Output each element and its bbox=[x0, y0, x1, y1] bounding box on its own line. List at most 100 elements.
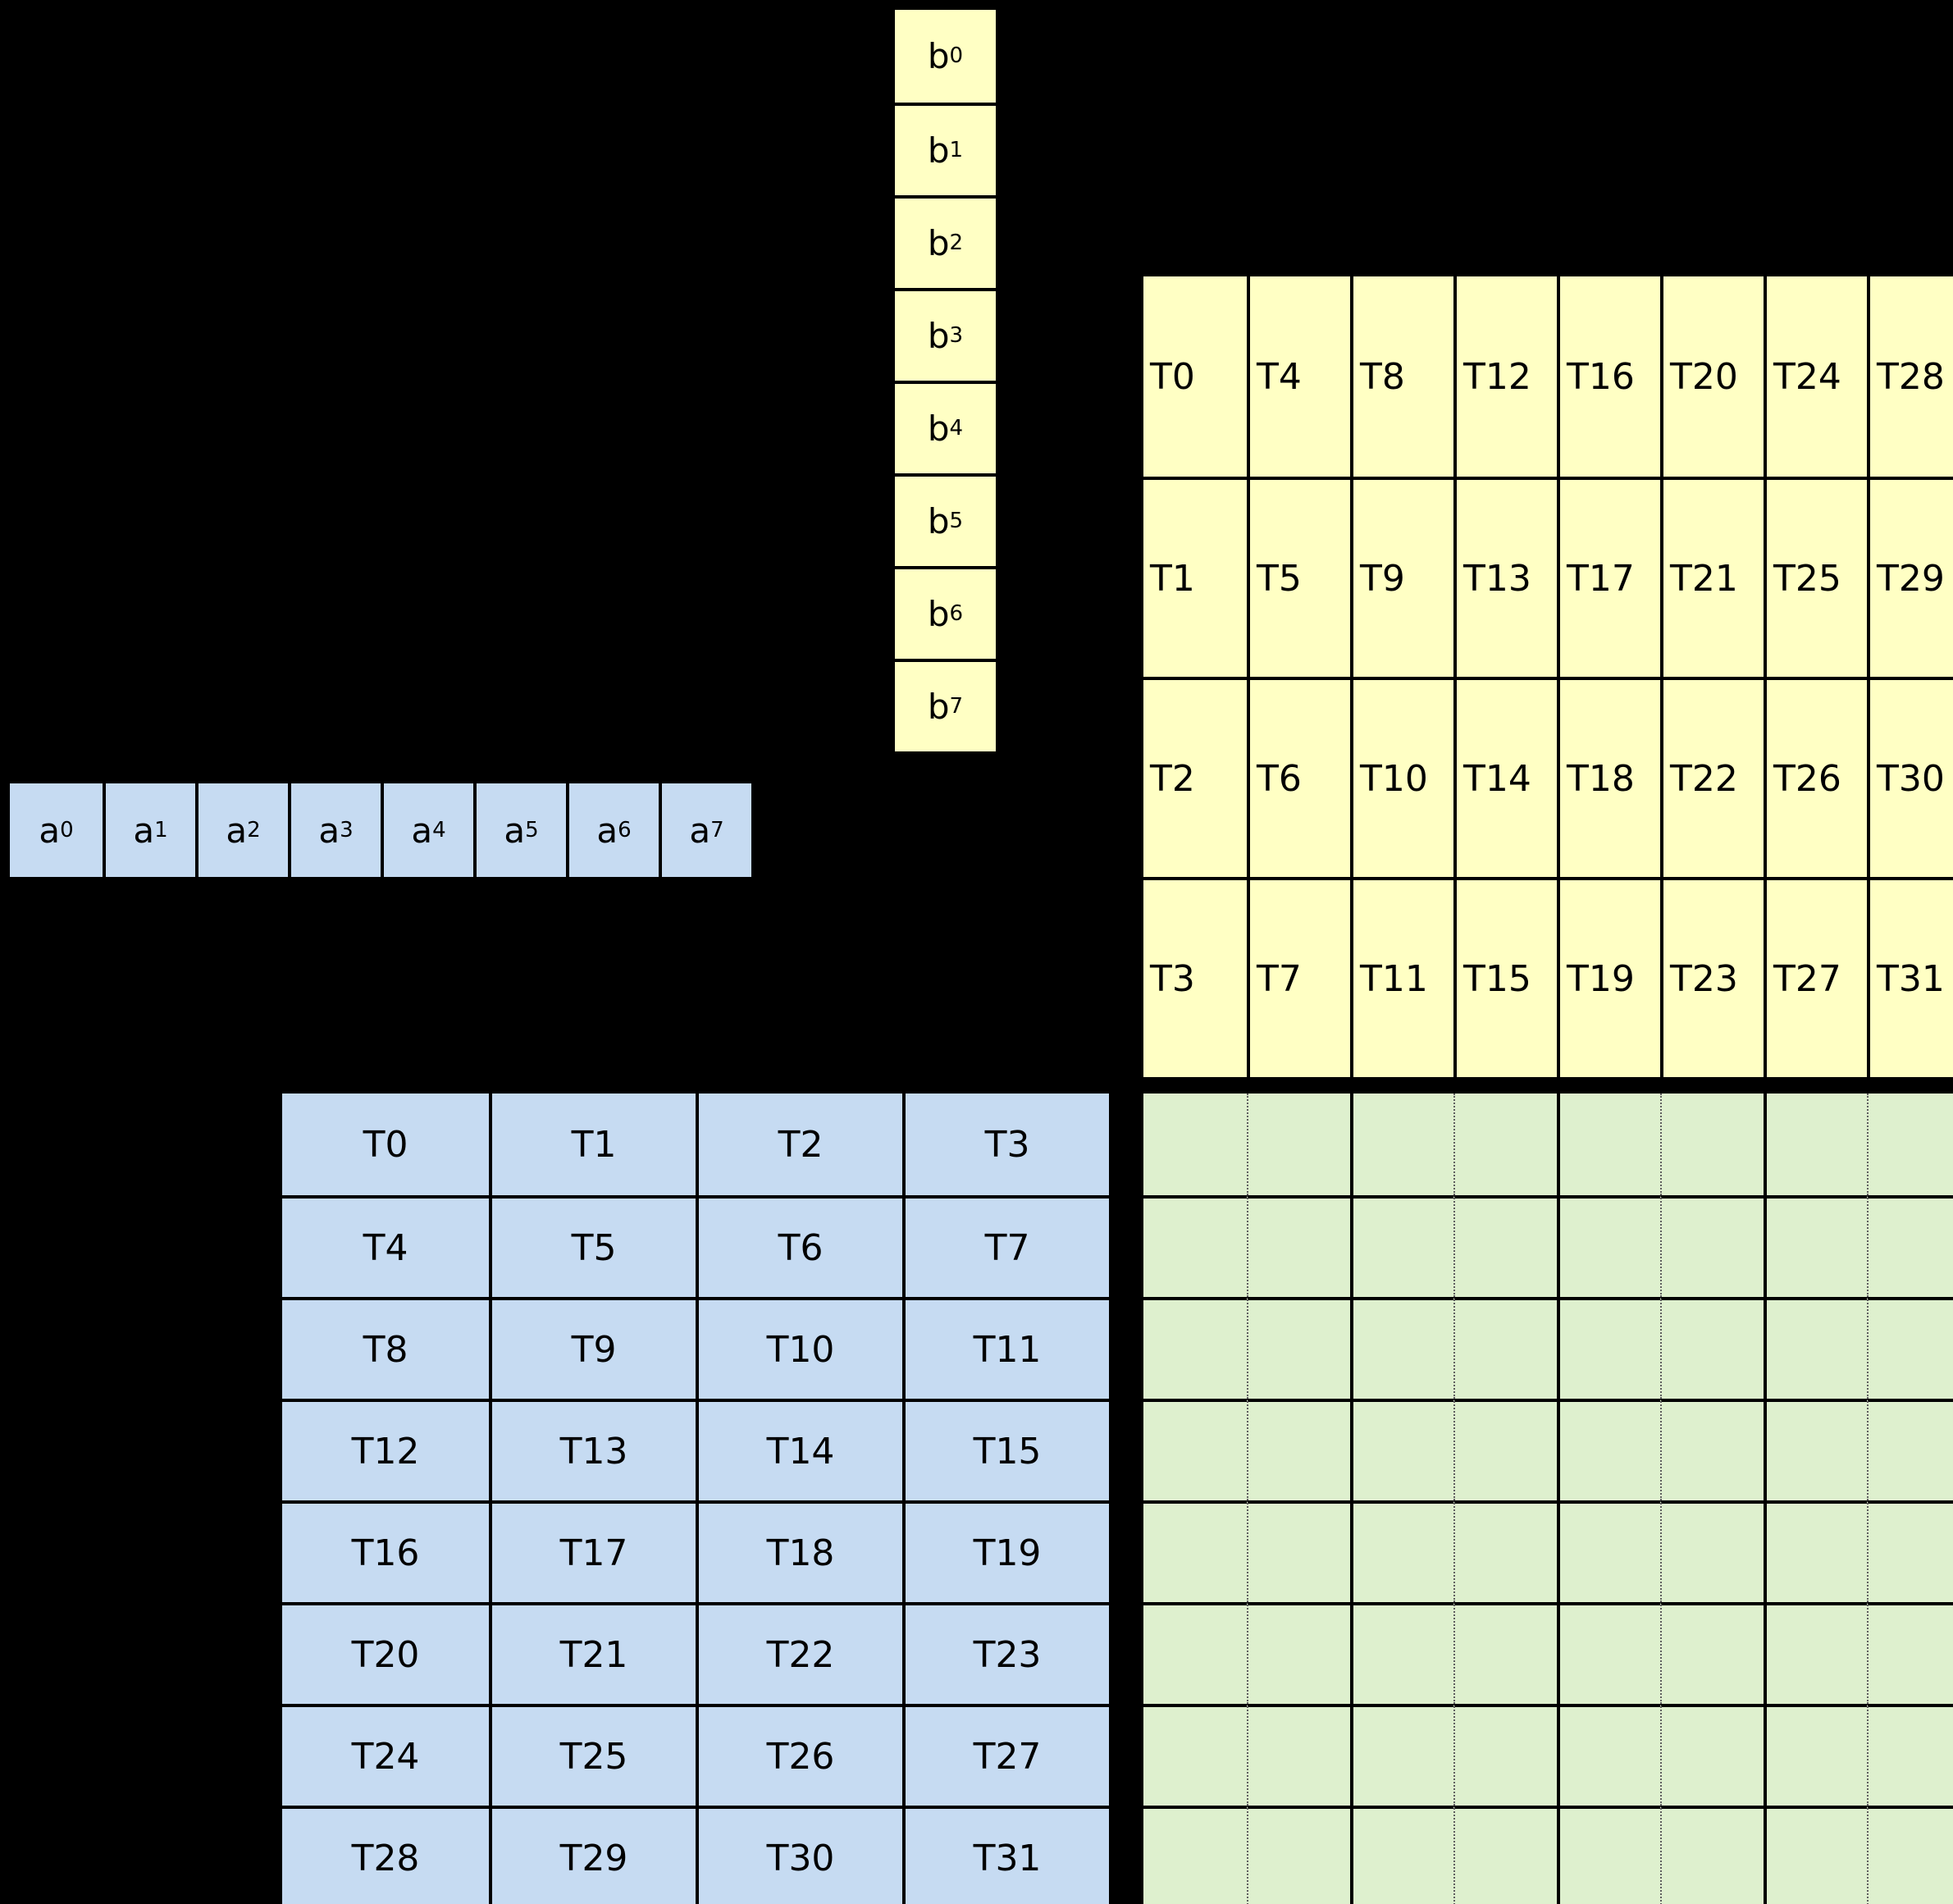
result-cell-r4c3 bbox=[1453, 1500, 1557, 1602]
result-cell-r2c1 bbox=[1247, 1297, 1350, 1399]
b-thread-map-cell-t14: T14 bbox=[1453, 677, 1557, 877]
result-tile-grid bbox=[1140, 1090, 1953, 1904]
result-cell-r0c6 bbox=[1764, 1094, 1867, 1195]
result-cell-r3c4 bbox=[1557, 1399, 1660, 1500]
result-cell-r5c1 bbox=[1247, 1602, 1350, 1704]
b-thread-map-cell-t29: T29 bbox=[1867, 477, 1953, 677]
b-thread-map-cell-t12: T12 bbox=[1453, 276, 1557, 477]
a-thread-map-cell-t16: T16 bbox=[282, 1500, 489, 1602]
a-thread-map-cell-t22: T22 bbox=[696, 1602, 902, 1704]
a-thread-map-cell-t8: T8 bbox=[282, 1297, 489, 1399]
result-cell-r2c2 bbox=[1350, 1297, 1453, 1399]
b-thread-map-cell-t24: T24 bbox=[1764, 276, 1867, 477]
b-thread-map-cell-t0: T0 bbox=[1150, 355, 1195, 398]
result-cell-r2c3 bbox=[1453, 1297, 1557, 1399]
a-thread-map-cell-t27: T27 bbox=[902, 1704, 1109, 1806]
result-cell-r5c5 bbox=[1660, 1602, 1764, 1704]
result-cell-r3c2 bbox=[1350, 1399, 1453, 1500]
b-thread-map-cell-t15: T15 bbox=[1453, 877, 1557, 1077]
result-cell-r3c0 bbox=[1143, 1399, 1247, 1500]
b-thread-map-cell-t31: T31 bbox=[1867, 877, 1953, 1077]
result-cell-r5c6 bbox=[1764, 1602, 1867, 1704]
result-cell-r5c2 bbox=[1350, 1602, 1453, 1704]
a-thread-map-cell-t11: T11 bbox=[902, 1297, 1109, 1399]
result-cell-r6c7 bbox=[1867, 1704, 1953, 1806]
a-thread-map-cell-t19: T19 bbox=[902, 1500, 1109, 1602]
result-cell-r5c3 bbox=[1453, 1602, 1557, 1704]
b-thread-map-cell-t6: T6 bbox=[1247, 677, 1350, 877]
result-cell-r0c0 bbox=[1143, 1094, 1247, 1195]
result-cell-r2c5 bbox=[1660, 1297, 1764, 1399]
b-thread-map-cell-t28: T28 bbox=[1867, 276, 1953, 477]
result-cell-r1c4 bbox=[1557, 1195, 1660, 1297]
b-thread-map-cell-t1: T1 bbox=[1143, 477, 1247, 677]
b-thread-map-cell-t30: T30 bbox=[1867, 677, 1953, 877]
result-cell-r5c7 bbox=[1867, 1602, 1953, 1704]
result-cell-r1c0 bbox=[1143, 1195, 1247, 1297]
a-thread-map-cell-t9: T9 bbox=[489, 1297, 696, 1399]
a-thread-map-cell-t2: T2 bbox=[696, 1094, 902, 1195]
a-thread-map-cell-t20: T20 bbox=[282, 1602, 489, 1704]
result-cell-r6c6 bbox=[1764, 1704, 1867, 1806]
a-thread-map-cell-t30: T30 bbox=[696, 1806, 902, 1904]
a-thread-map-cell-t17: T17 bbox=[489, 1500, 696, 1602]
b-thread-map-cell-t2: T2 bbox=[1143, 677, 1247, 877]
result-cell-r6c5 bbox=[1660, 1704, 1764, 1806]
result-cell-r3c3 bbox=[1453, 1399, 1557, 1500]
a-thread-map-cell-t1: T1 bbox=[489, 1094, 696, 1195]
a-thread-map-cell-t5: T5 bbox=[489, 1195, 696, 1297]
result-cell-r4c2 bbox=[1350, 1500, 1453, 1602]
result-cell-r1c6 bbox=[1764, 1195, 1867, 1297]
a-thread-map-cell-t31: T31 bbox=[902, 1806, 1109, 1904]
b-thread-map-cell-t11: T11 bbox=[1350, 877, 1453, 1077]
a-thread-map-cell-t25: T25 bbox=[489, 1704, 696, 1806]
b-thread-map-cell-t5: T5 bbox=[1247, 477, 1350, 677]
result-cell-r0c2 bbox=[1350, 1094, 1453, 1195]
b-thread-map-cell-t20: T20 bbox=[1660, 276, 1764, 477]
result-cell-r3c5 bbox=[1660, 1399, 1764, 1500]
result-cell-r1c1 bbox=[1247, 1195, 1350, 1297]
result-cell-r7c0 bbox=[1143, 1806, 1247, 1904]
result-cell-r0c7 bbox=[1867, 1094, 1953, 1195]
a-thread-map-cell-t10: T10 bbox=[696, 1297, 902, 1399]
a-thread-map-cell-t6: T6 bbox=[696, 1195, 902, 1297]
result-cell-r1c2 bbox=[1350, 1195, 1453, 1297]
b-thread-map-cell-t18: T18 bbox=[1557, 677, 1660, 877]
b-thread-map-cell-t3: T3 bbox=[1143, 877, 1247, 1077]
result-cell-r1c3 bbox=[1453, 1195, 1557, 1297]
b-thread-map-cell-t27: T27 bbox=[1764, 877, 1867, 1077]
result-cell-r2c0 bbox=[1143, 1297, 1247, 1399]
result-cell-r4c6 bbox=[1764, 1500, 1867, 1602]
a-thread-map-cell-t26: T26 bbox=[696, 1704, 902, 1806]
result-cell-r0c3 bbox=[1453, 1094, 1557, 1195]
result-cell-r7c5 bbox=[1660, 1806, 1764, 1904]
result-cell-r0c5 bbox=[1660, 1094, 1764, 1195]
b-thread-map-cell-t26: T26 bbox=[1764, 677, 1867, 877]
result-cell-r7c2 bbox=[1350, 1806, 1453, 1904]
b-thread-map-cell-t16: T16 bbox=[1557, 276, 1660, 477]
result-cell-r0c4 bbox=[1557, 1094, 1660, 1195]
result-cell-r3c1 bbox=[1247, 1399, 1350, 1500]
result-cell-r3c6 bbox=[1764, 1399, 1867, 1500]
result-cell-r3c7 bbox=[1867, 1399, 1953, 1500]
result-cell-r0c1 bbox=[1247, 1094, 1350, 1195]
result-cell-r6c0 bbox=[1143, 1704, 1247, 1806]
result-cell-r7c6 bbox=[1764, 1806, 1867, 1904]
a-thread-map-cell-t3: T3 bbox=[902, 1094, 1109, 1195]
a-thread-map-cell-t21: T21 bbox=[489, 1602, 696, 1704]
b-thread-map-cell-t19: T19 bbox=[1557, 877, 1660, 1077]
result-cell-r7c7 bbox=[1867, 1806, 1953, 1904]
